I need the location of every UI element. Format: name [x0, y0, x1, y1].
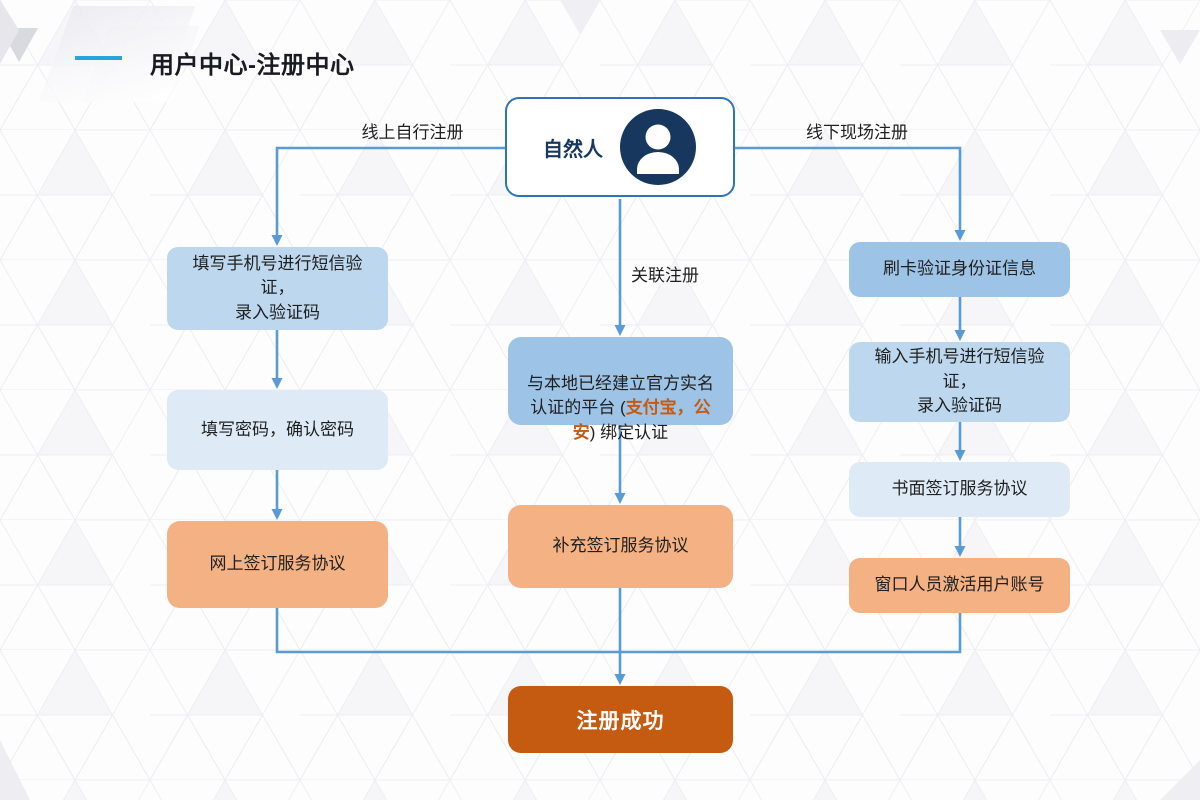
- step-window-staff-activate: 窗口人员激活用户账号: [849, 558, 1070, 613]
- step-supplement-sign-agreement: 补充签订服务协议: [508, 505, 733, 588]
- branch-label-offline: 线下现场注册: [806, 123, 908, 142]
- step-set-password: 填写密码，确认密码: [167, 390, 388, 470]
- step-fill-phone-sms: 填写手机号进行短信验证， 录入验证码: [167, 247, 388, 330]
- page-title: 用户中心-注册中心: [150, 52, 355, 79]
- step-written-sign-agreement: 书面签订服务协议: [849, 462, 1070, 517]
- step-enter-phone-sms: 输入手机号进行短信验证， 录入验证码: [849, 342, 1070, 422]
- branch-label-linked: 关联注册: [631, 266, 699, 285]
- step-online-sign-agreement: 网上签订服务协议: [167, 521, 388, 608]
- branch-label-online: 线上自行注册: [361, 123, 464, 142]
- step-swipe-id-card: 刷卡验证身份证信息: [849, 242, 1070, 297]
- step-bind-realname-platform: 与本地已经建立官方实名认证的平台 (支付宝，公安) 绑定认证: [508, 337, 733, 442]
- title-dash: [75, 56, 122, 60]
- person-icon: [620, 109, 696, 185]
- final-node-registration-success: 注册成功: [508, 686, 733, 753]
- step-bind-realname-text: 与本地已经建立官方实名认证的平台 (支付宝，公安) 绑定认证: [527, 373, 714, 442]
- root-node-natural-person: 自然人: [505, 97, 735, 197]
- root-node-label: 自然人: [543, 138, 603, 161]
